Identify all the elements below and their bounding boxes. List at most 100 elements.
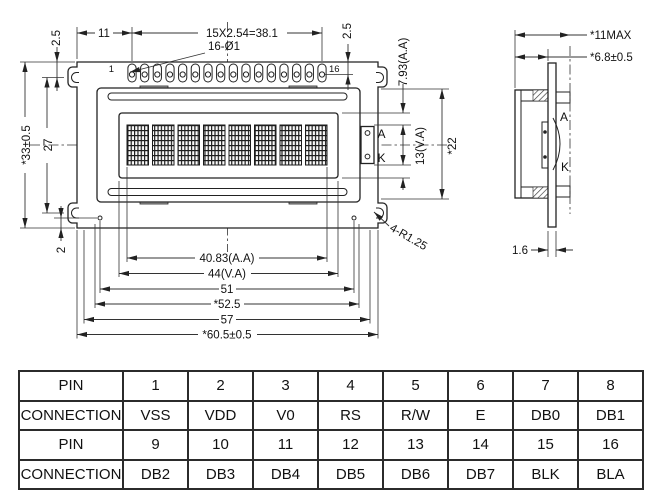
- dim-pin-holes: 16-Ø1: [208, 41, 240, 53]
- dim-hole-span-v: 27: [43, 139, 55, 152]
- table-row: CONNECTION DB2 DB3 DB4 DB5 DB6 DB7 BLK B…: [18, 458, 644, 490]
- dim-depth-max: *11MAX: [590, 30, 632, 42]
- dim-hole-offset-bottom: 2: [56, 247, 68, 253]
- pin-connection-table: PIN 1 2 3 4 5 6 7 8 CONNECTION VSS VDD V…: [18, 370, 644, 490]
- connection-cell: E: [447, 399, 514, 431]
- pin-hole: [230, 71, 237, 78]
- pixel-block: [203, 124, 226, 166]
- pixel-block: [279, 124, 302, 166]
- row-header-cell: PIN: [18, 370, 124, 402]
- pin-cell: 14: [447, 429, 514, 461]
- pin-table-section: PIN 1 2 3 4 5 6 7 8 CONNECTION VSS VDD V…: [18, 370, 644, 490]
- pin-hole: [217, 71, 224, 78]
- dim-viewing-width: 44(V.A): [208, 269, 246, 281]
- pin-hole: [268, 71, 275, 78]
- dim-height-overall: *33±0.5: [21, 125, 33, 165]
- dim-mid-span: 57: [221, 315, 234, 327]
- hatch-section-top: [532, 89, 549, 102]
- front-view: 1 16 A K 11 15X2.54=38.1: [20, 22, 459, 342]
- terminal-hole: [364, 130, 371, 136]
- pin-hole: [179, 71, 186, 78]
- hatch-section-bottom: [532, 186, 549, 199]
- pin-cell: 3: [252, 370, 319, 402]
- pixel-block: [305, 124, 328, 166]
- anode-label: A: [378, 127, 386, 141]
- connection-cell: R/W: [382, 399, 449, 431]
- pcb-side: [547, 62, 557, 228]
- table-row: PIN 9 10 11 12 13 14 15 16: [18, 429, 644, 461]
- connection-cell: DB1: [577, 399, 644, 431]
- dim-top-margin-left: 2.5: [51, 30, 63, 46]
- pin-hole: [154, 71, 161, 78]
- pixel-block: [177, 124, 200, 166]
- pin-number-last: 16: [329, 64, 340, 75]
- pixel-block: [254, 124, 277, 166]
- row-header-cell: CONNECTION: [18, 399, 124, 431]
- connection-cell: DB5: [317, 458, 384, 490]
- pin-hole: [141, 71, 148, 78]
- pin-cell: 4: [317, 370, 384, 402]
- dim-viewing-height: 13(V.A): [415, 127, 427, 165]
- pin-hole: [306, 71, 313, 78]
- top-dimensions: 11 15X2.54=38.1 16-Ø1 2.5: [76, 23, 354, 90]
- pin-hole: [318, 71, 326, 78]
- pin-cell: 6: [447, 370, 514, 402]
- side-anode-label: A: [560, 110, 568, 124]
- side-dimensions: *11MAX *6.8±0.5 1.6: [512, 30, 633, 257]
- connection-cell: BLA: [577, 458, 644, 490]
- display-pixel-grid: [126, 124, 328, 166]
- pin-hole: [242, 71, 250, 78]
- pin-hole: [255, 71, 262, 78]
- dim-notch-span: *52.5: [214, 299, 241, 311]
- dim-width-overall: *60.5±0.5: [202, 330, 251, 342]
- pin-row: [127, 63, 327, 83]
- pin-hole: [204, 71, 212, 78]
- dimension-drawing: 1 16 A K 11 15X2.54=38.1: [20, 22, 633, 342]
- dim-notch-radius: 4-R1.25: [388, 222, 429, 253]
- dim-depth-body: *6.8±0.5: [590, 52, 633, 64]
- row-header-cell: CONNECTION: [18, 458, 124, 490]
- terminal-hole: [364, 153, 371, 160]
- led-arc: [552, 117, 561, 171]
- dim-bezel-height: *22: [447, 137, 459, 154]
- corner-notch: [376, 72, 384, 83]
- pin-number-first: 1: [109, 64, 114, 75]
- dim-active-area-width: 40.83(A.A): [200, 253, 255, 265]
- terminal-pin: [543, 130, 547, 134]
- bezel-tab-side: [555, 185, 571, 198]
- mounting-hole: [97, 215, 103, 221]
- pin-cell: 2: [187, 370, 254, 402]
- connection-cell: RS: [317, 399, 384, 431]
- connection-cell: V0: [252, 399, 319, 431]
- bezel-slot-top: [107, 92, 348, 101]
- connection-cell: DB0: [512, 399, 579, 431]
- bezel-slot-bottom: [107, 188, 348, 196]
- pin-cell: 16: [577, 429, 644, 461]
- connection-cell: VDD: [187, 399, 254, 431]
- pin-hole: [128, 71, 136, 78]
- pin-cell: 11: [252, 429, 319, 461]
- pixel-block: [152, 124, 175, 166]
- bottom-dimensions: 40.83(A.A) 44(V.A) 51 *52.5 57 *60.5±0.5: [76, 167, 379, 342]
- dim-pcb-thickness: 1.6: [512, 245, 528, 257]
- pin-hole: [293, 71, 300, 78]
- connection-cell: BLK: [512, 458, 579, 490]
- connection-cell: DB6: [382, 458, 449, 490]
- backlight-terminal-block: [360, 125, 375, 165]
- connection-cell: DB3: [187, 458, 254, 490]
- pin-cell: 10: [187, 429, 254, 461]
- display-window: [118, 112, 339, 179]
- pin-cell: 15: [512, 429, 579, 461]
- connection-cell: DB7: [447, 458, 514, 490]
- pin-cell: 7: [512, 370, 579, 402]
- backlight-connector-side: [541, 121, 549, 169]
- connection-cell: VSS: [122, 399, 189, 431]
- pin-cell: 9: [122, 429, 189, 461]
- side-cathode-label: K: [561, 160, 569, 174]
- dim-top-margin-right: 2.5: [342, 23, 354, 39]
- pin-cell: 12: [317, 429, 384, 461]
- bezel-tab-side: [555, 91, 571, 104]
- table-row: CONNECTION VSS VDD V0 RS R/W E DB0 DB1: [18, 399, 644, 431]
- pin-hole: [280, 71, 288, 78]
